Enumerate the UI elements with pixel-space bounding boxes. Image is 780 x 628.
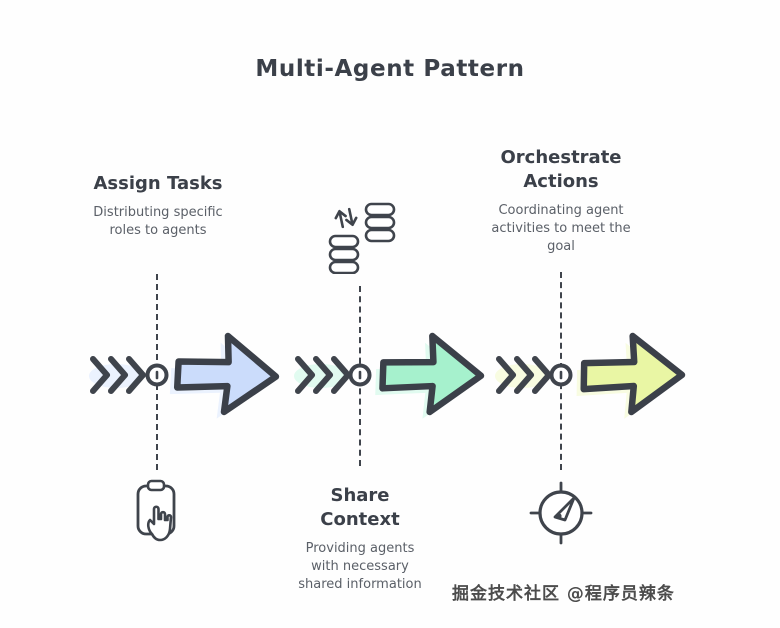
big-arrow-orchestrate-actions (576, 332, 686, 419)
sync-arrows (334, 207, 358, 229)
timeline-node (145, 363, 169, 387)
arrow-body (580, 332, 686, 416)
diagram-title: Multi-Agent Pattern (255, 56, 525, 82)
watermark-text: 掘金技术社区 @程序员辣条 (452, 584, 675, 604)
stage-description: Providing agents with necessary shared i… (298, 540, 422, 593)
flow-chevrons-icon (495, 356, 552, 394)
big-arrow-assign-tasks (169, 332, 280, 419)
stage-description: Coordinating agent activities to meet th… (491, 202, 631, 255)
stage-heading: Orchestrate Actions (500, 147, 622, 192)
database-stack-left (328, 234, 360, 274)
arrow-body (379, 332, 485, 416)
database-sync-icon (328, 202, 396, 274)
stage-heading: Share Context (320, 485, 400, 530)
big-arrow-share-context (375, 332, 485, 419)
gauge-icon (529, 481, 593, 545)
hand-shape (146, 505, 173, 542)
stage-description: Distributing specific roles to agents (93, 204, 223, 239)
stage-label-share-context: Share Context Providing agents with nece… (280, 484, 440, 595)
stage-heading: Assign Tasks (93, 173, 223, 194)
stage-label-orchestrate-actions: Orchestrate Actions Coordinating agent a… (468, 146, 654, 257)
stage-label-assign-tasks: Assign Tasks Distributing specific roles… (73, 172, 243, 241)
timeline-node (549, 363, 573, 387)
gauge-ticks (529, 481, 593, 545)
timeline-node (348, 363, 372, 387)
database-stack-right (364, 202, 396, 243)
flow-chevrons-icon (294, 356, 351, 394)
arrow-body (173, 332, 280, 416)
flow-chevrons-icon (89, 356, 146, 394)
clipboard-hand-icon (136, 479, 176, 542)
